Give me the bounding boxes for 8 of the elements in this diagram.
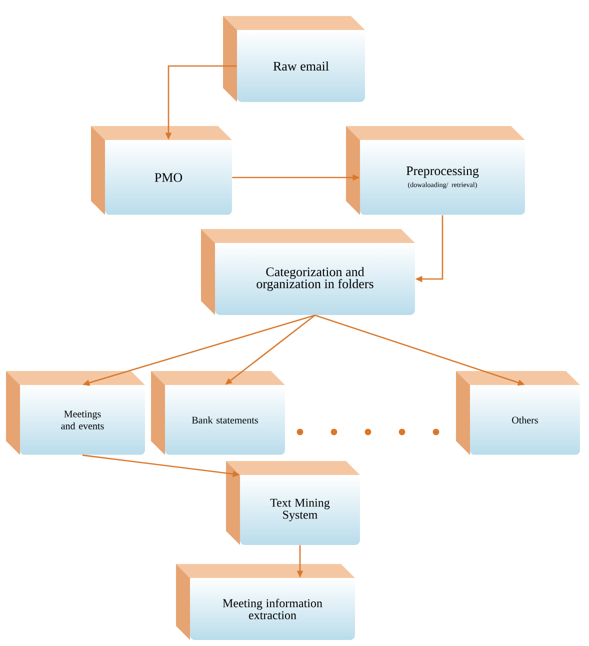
process-box: Others	[456, 371, 580, 455]
process-box: Text Mining System	[226, 461, 360, 545]
process-box: Raw email	[223, 16, 365, 102]
process-box: Meetings and events	[6, 371, 145, 455]
process-box: Categorization and organization in folders	[201, 229, 415, 315]
process-box: PMO	[91, 126, 232, 215]
process-box: Bank statements	[151, 371, 285, 455]
process-box: Meeting information extraction	[176, 564, 355, 640]
